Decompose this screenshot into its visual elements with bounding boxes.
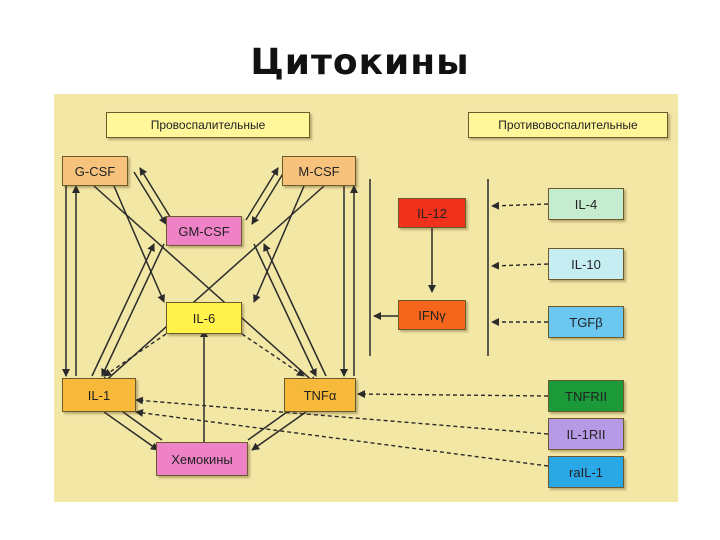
node-mcsf: M-CSF: [282, 156, 356, 186]
node-rail1: raIL-1: [548, 456, 624, 488]
node-ifng: IFNγ: [398, 300, 466, 330]
arrow-gcsf-il6: [113, 185, 165, 303]
arrow-gmcsf-il1: [101, 243, 165, 377]
node-tnfrii-label: TNFRII: [565, 388, 607, 404]
arrow-mcsf-gmcsf: [251, 171, 285, 225]
node-il12-label: IL-12: [417, 205, 447, 221]
node-il6: IL-6: [166, 302, 242, 334]
diagram-arrows: [62, 167, 549, 467]
arrow-il4-sep: [491, 201, 549, 210]
node-gcsf-label: G-CSF: [74, 163, 116, 179]
arrow-mcsf-il6: [253, 185, 305, 303]
node-tnfa: TNFα: [284, 378, 356, 412]
arrow-tnfrii-tnfa: [357, 390, 549, 399]
node-tgfb: TGFβ: [548, 306, 624, 338]
arrow-il6-il1: [103, 333, 167, 377]
node-il6-label: IL-6: [192, 310, 216, 326]
node-rail1-label: raIL-1: [569, 464, 603, 480]
header-antiinflammatory: Противовоспалительные: [468, 112, 668, 138]
node-il1-label: IL-1: [87, 387, 111, 403]
node-il1rii-label: IL-1RII: [566, 426, 606, 442]
arrow-gcsf-gmcsf: [133, 171, 167, 225]
arrow-il1-gmcsf: [91, 243, 155, 377]
node-ifng-label: IFNγ: [418, 307, 446, 323]
arrow-tnfa-chem: [251, 411, 307, 451]
arrow-il10-sep: [491, 261, 549, 270]
node-gmcsf: GM-CSF: [166, 216, 242, 246]
node-il10-label: IL-10: [571, 256, 601, 272]
node-il12: IL-12: [398, 198, 466, 228]
arrow-il1rii-il1: [135, 396, 549, 435]
arrow-gmcsf-mcsf: [245, 167, 279, 221]
node-il4: IL-4: [548, 188, 624, 220]
node-gmcsf-label: GM-CSF: [178, 223, 230, 239]
header-proinflammatory: Провоспалительные: [106, 112, 310, 138]
node-tnfa-label: TNFα: [303, 387, 337, 403]
node-tgfb-label: TGFβ: [569, 314, 603, 330]
arrow-gmcsf-tnfa: [253, 243, 317, 377]
node-il1rii: IL-1RII: [548, 418, 624, 450]
page-title: Цитокины: [250, 42, 470, 83]
node-gcsf: G-CSF: [62, 156, 128, 186]
node-il1: IL-1: [62, 378, 136, 412]
node-tnfrii: TNFRII: [548, 380, 624, 412]
arrow-gcsf-tnfa: [93, 185, 317, 385]
node-chemokines: Хемокины: [156, 442, 248, 476]
cytokine-diagram: Провоспалительные Противовоспалительные …: [54, 94, 678, 502]
node-mcsf-label: M-CSF: [298, 163, 340, 179]
arrow-il1-chem: [103, 411, 159, 451]
node-il10: IL-10: [548, 248, 624, 280]
arrow-rail1-il1: [135, 408, 549, 467]
arrow-il6-tnfa: [241, 333, 305, 377]
node-il4-label: IL-4: [574, 196, 598, 212]
arrow-gmcsf-gcsf: [139, 167, 173, 221]
arrow-tnfa-gmcsf: [263, 243, 327, 377]
node-chemokines-label: Хемокины: [171, 451, 233, 467]
arrow-mcsf-il1: [101, 185, 325, 385]
